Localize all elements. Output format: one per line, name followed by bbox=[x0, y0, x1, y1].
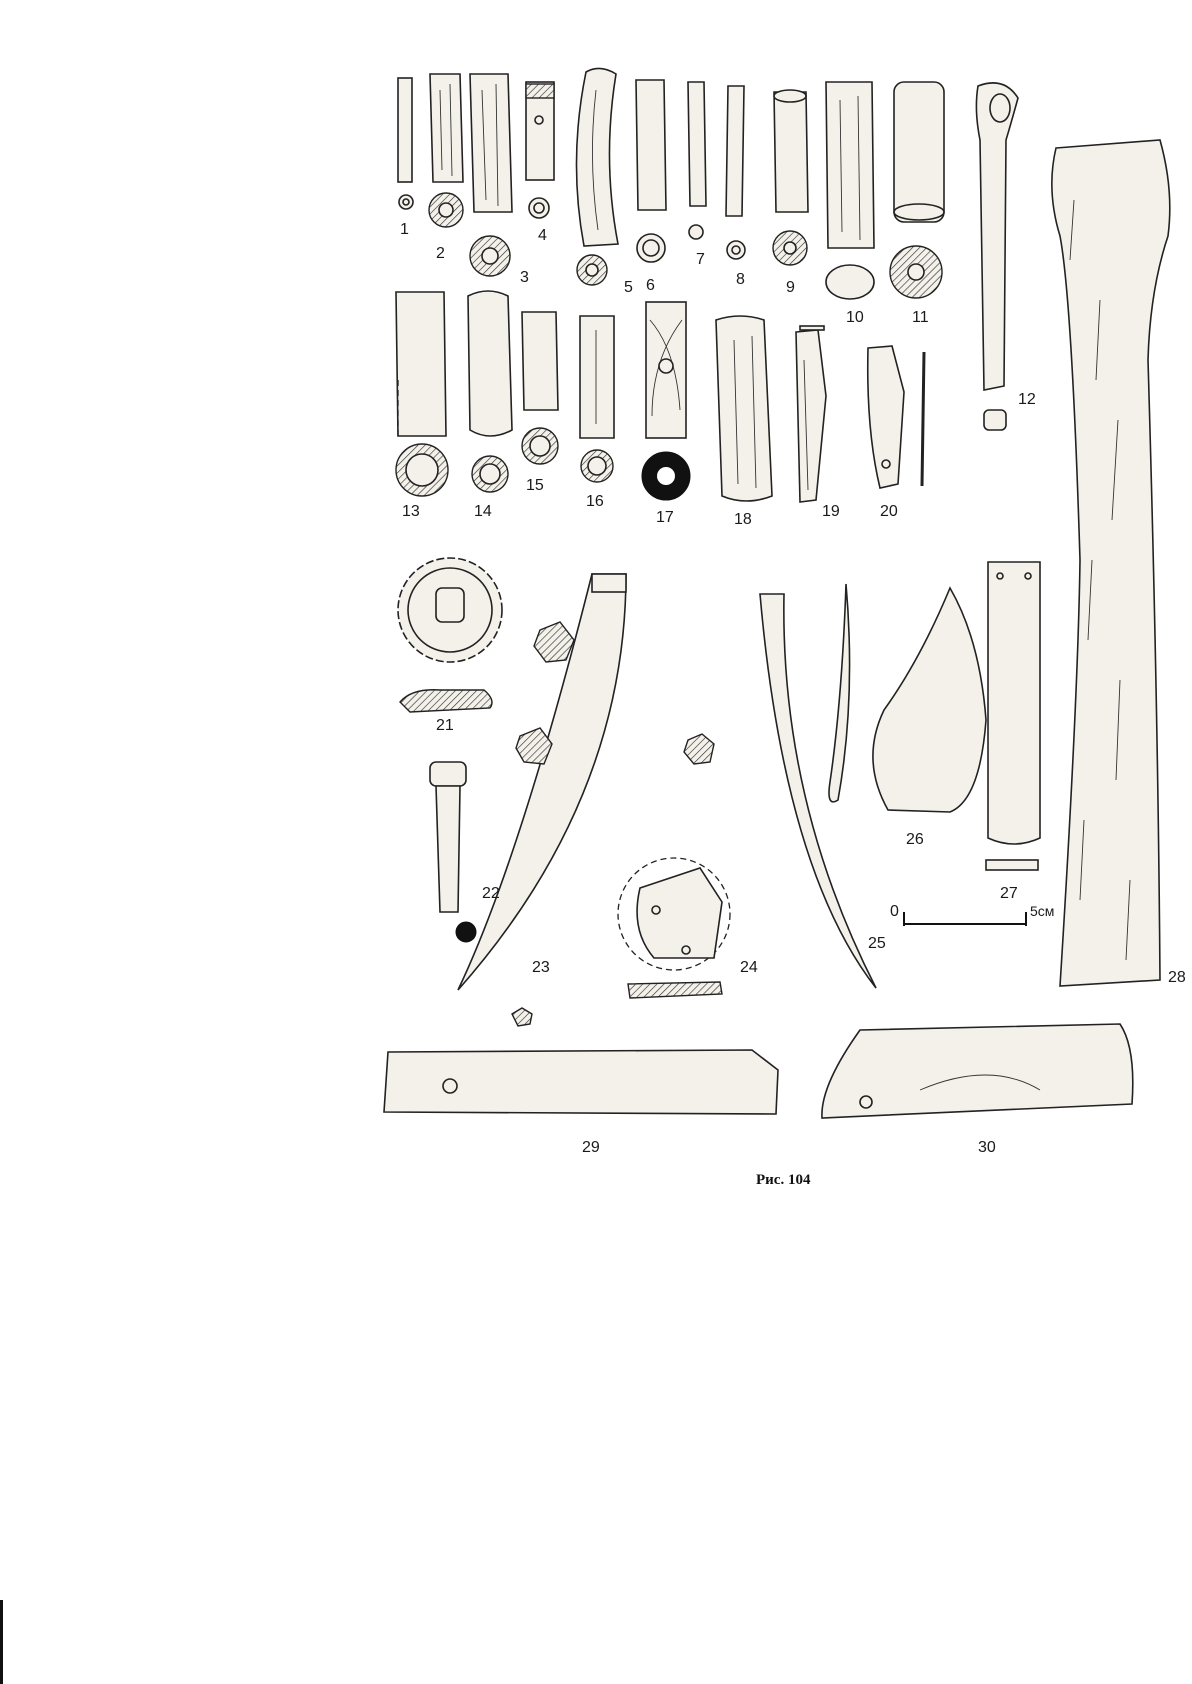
artifact-1 bbox=[398, 78, 413, 209]
label-9: 9 bbox=[786, 279, 795, 296]
label-29: 29 bbox=[582, 1139, 600, 1156]
artifact-5 bbox=[576, 68, 618, 285]
scale-bar: 0 5см bbox=[890, 903, 1054, 926]
artifact-26 bbox=[829, 584, 986, 812]
artifact-24 bbox=[618, 858, 730, 998]
artifact-29 bbox=[384, 1050, 778, 1114]
label-11: 11 bbox=[912, 309, 929, 326]
artifact-18 bbox=[716, 316, 772, 501]
label-28: 28 bbox=[1168, 969, 1186, 986]
label-3: 3 bbox=[520, 269, 529, 286]
label-12: 12 bbox=[1018, 391, 1036, 408]
label-25: 25 bbox=[868, 935, 886, 952]
artifact-12 bbox=[976, 83, 1018, 430]
label-24: 24 bbox=[740, 959, 758, 976]
artifact-27 bbox=[986, 562, 1040, 870]
artifact-4 bbox=[526, 82, 554, 218]
label-13: 13 bbox=[402, 503, 420, 520]
artifact-30 bbox=[822, 1024, 1133, 1118]
artifact-8 bbox=[726, 86, 745, 259]
label-8: 8 bbox=[736, 271, 745, 288]
label-22: 22 bbox=[482, 885, 500, 902]
label-7: 7 bbox=[696, 251, 705, 268]
artifact-2 bbox=[429, 74, 463, 227]
label-2: 2 bbox=[436, 245, 445, 262]
label-20: 20 bbox=[880, 503, 898, 520]
label-27: 27 bbox=[1000, 885, 1018, 902]
scale-zero: 0 bbox=[890, 903, 899, 920]
artifact-13 bbox=[396, 292, 448, 496]
label-5: 5 bbox=[624, 279, 633, 296]
label-1: 1 bbox=[400, 221, 409, 238]
figure-caption: Рис. 104 bbox=[756, 1172, 811, 1188]
artifact-11 bbox=[890, 82, 944, 298]
label-15: 15 bbox=[526, 477, 544, 494]
artifact-21 bbox=[398, 558, 502, 712]
artifact-15 bbox=[522, 312, 558, 464]
label-26: 26 bbox=[906, 831, 924, 848]
artifact-7 bbox=[688, 82, 706, 239]
artifact-20 bbox=[868, 346, 924, 488]
label-17: 17 bbox=[656, 509, 674, 526]
label-4: 4 bbox=[538, 227, 547, 244]
label-16: 16 bbox=[586, 493, 604, 510]
label-30: 30 bbox=[978, 1139, 996, 1156]
label-23: 23 bbox=[532, 959, 550, 976]
label-14: 14 bbox=[474, 503, 492, 520]
label-18: 18 bbox=[734, 511, 752, 528]
artifact-14 bbox=[468, 291, 512, 492]
artifact-9 bbox=[773, 90, 808, 265]
artifact-28 bbox=[1052, 140, 1170, 986]
label-6: 6 bbox=[646, 277, 655, 294]
artifact-10 bbox=[826, 82, 874, 299]
artifact-22 bbox=[430, 762, 476, 942]
artifact-16 bbox=[580, 316, 614, 482]
scale-end: 5см bbox=[1030, 903, 1054, 919]
label-21: 21 bbox=[436, 717, 454, 734]
label-19: 19 bbox=[822, 503, 840, 520]
label-10: 10 bbox=[846, 309, 864, 326]
artifact-3 bbox=[470, 74, 512, 276]
artifact-6 bbox=[636, 80, 666, 262]
artifact-17 bbox=[642, 302, 690, 500]
artifact-19 bbox=[796, 326, 826, 502]
